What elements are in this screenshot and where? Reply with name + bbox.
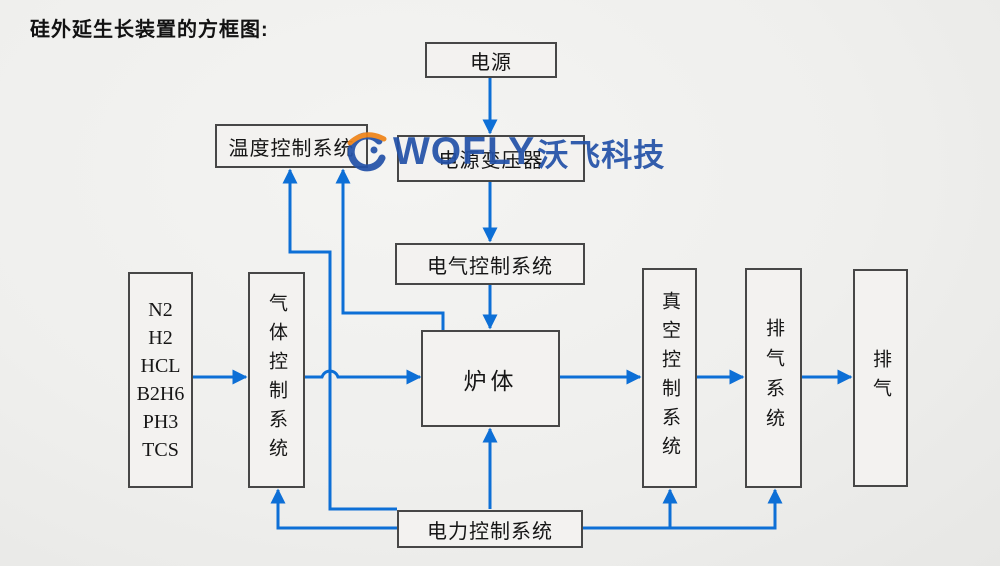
- box-transformer-label: 电源变压器: [438, 150, 544, 172]
- box-furnace: 炉体: [421, 330, 560, 427]
- box-furnace-label: 炉体: [463, 368, 518, 394]
- box-power-label: 电源: [470, 51, 512, 74]
- gas-item-n2: N2: [148, 299, 173, 321]
- box-gas-sources: N2 H2 HCL B2H6 PH3 TCS: [128, 272, 193, 488]
- gas-item-hcl: HCL: [140, 355, 181, 377]
- box-temperature-control-label: 温度控制系统: [228, 137, 355, 160]
- edge-power-control-to-temperature-control: [282, 168, 397, 511]
- box-vacuum-control-label: 真空控制系统: [659, 291, 680, 465]
- gas-item-tcs: TCS: [142, 439, 179, 461]
- box-power-control-label: 电力控制系统: [427, 520, 553, 543]
- edge-power-control-to-gas-control: [270, 488, 397, 530]
- box-exhaust-system: 排气系统: [745, 268, 802, 488]
- box-exhaust-system-label: 排气系统: [763, 318, 784, 438]
- box-power: 电源: [425, 42, 557, 78]
- box-vacuum-control: 真空控制系统: [642, 268, 697, 488]
- box-exhaust: 排气: [853, 269, 908, 487]
- box-power-control: 电力控制系统: [397, 510, 583, 548]
- box-electrical-control: 电气控制系统: [395, 243, 585, 285]
- box-exhaust-label: 排气: [870, 349, 891, 407]
- box-transformer: 电源变压器: [397, 135, 585, 182]
- box-gas-control-label: 气体控制系统: [266, 293, 287, 467]
- box-gas-control: 气体控制系统: [248, 272, 305, 488]
- edge-furnace-to-temperature-control: [335, 168, 445, 330]
- page-title: 硅外延生长装置的方框图:: [30, 19, 269, 41]
- gas-item-b2h6: B2H6: [136, 383, 185, 405]
- edge-power-control-to-exhaust-system: [582, 488, 783, 530]
- gas-item-h2: H2: [148, 327, 173, 349]
- edge-gas-control-to-furnace: [303, 369, 422, 385]
- box-electrical-control-label: 电气控制系统: [427, 255, 553, 278]
- box-temperature-control: 温度控制系统: [215, 124, 368, 168]
- gas-item-ph3: PH3: [142, 411, 179, 433]
